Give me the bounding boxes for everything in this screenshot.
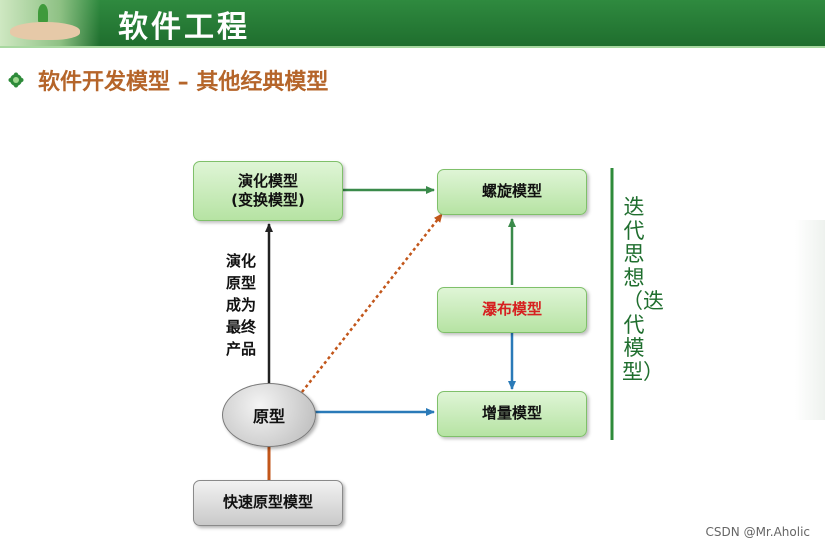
app-title: 软件工程 — [118, 10, 250, 45]
watermark: CSDN @Mr.Aholic — [705, 525, 810, 539]
evolution-model-label: 演化模型 (变换模型) — [231, 171, 305, 210]
prototype-label: 原型 — [252, 407, 285, 426]
hand-shape — [10, 22, 80, 40]
slide-subtitle: 软件开发模型 – 其他经典模型 — [38, 70, 329, 95]
waterfall-model-label: 瀑布模型 — [481, 300, 542, 319]
rapid-prototype-label: 快速原型模型 — [222, 493, 313, 512]
sprout-shape — [38, 4, 48, 22]
waterfall-model-box: 瀑布模型 — [437, 287, 587, 333]
arrow-prototype-to-spiral — [301, 213, 443, 393]
edge-shade — [795, 220, 825, 420]
incremental-model-box: 增量模型 — [437, 391, 587, 437]
iteration-label: 迭代思想（迭代模型） — [622, 195, 664, 384]
incremental-model-label: 增量模型 — [481, 404, 542, 423]
spiral-model-box: 螺旋模型 — [437, 169, 587, 215]
prototype-ellipse: 原型 — [222, 383, 316, 447]
flower-bullet-icon — [8, 72, 24, 88]
evolution-model-box: 演化模型 (变换模型) — [193, 161, 343, 221]
sprout-hand-logo — [0, 0, 100, 46]
header-bar: 软件工程 — [0, 0, 825, 48]
spiral-model-label: 螺旋模型 — [481, 182, 542, 201]
prototype-becomes-product-label: 演化原型成为最终产品 — [225, 252, 256, 358]
rapid-prototype-box: 快速原型模型 — [193, 480, 343, 526]
